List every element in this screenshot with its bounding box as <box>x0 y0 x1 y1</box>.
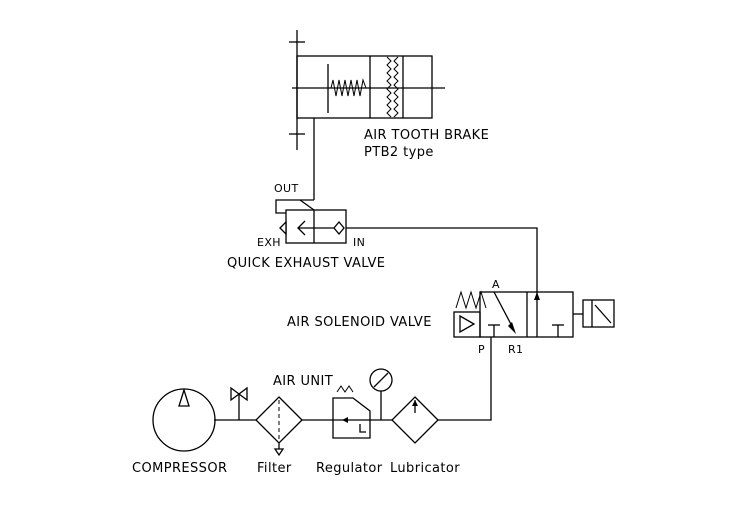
qev-out-label: OUT <box>274 182 299 195</box>
filter <box>255 396 303 457</box>
in-supply-line <box>346 227 538 294</box>
qev-title-label: QUICK EXHAUST VALVE <box>227 256 385 271</box>
qev-exh-label: EXH <box>257 236 281 249</box>
compressor <box>152 387 216 452</box>
port-r1-label: R1 <box>508 343 523 356</box>
air-unit-label: AIR UNIT <box>273 374 333 389</box>
compressor-label: COMPRESSOR <box>132 461 227 476</box>
port-a-label: A <box>492 278 500 291</box>
air-tooth-brake <box>289 30 445 200</box>
qev-in-label: IN <box>353 236 365 249</box>
brake-title-label: AIR TOOTH BRAKE <box>364 128 489 143</box>
quick-exhaust-valve <box>275 199 347 244</box>
drain-valve-icon <box>230 386 248 420</box>
lubricator <box>391 396 439 444</box>
port-p-label: P <box>478 343 485 356</box>
air-solenoid-valve <box>453 290 615 338</box>
solenoid-valve-label: AIR SOLENOID VALVE <box>287 315 432 330</box>
lubricator-label: Lubricator <box>390 461 460 476</box>
regulator-label: Regulator <box>316 461 383 476</box>
filter-label: Filter <box>257 461 292 476</box>
brake-type-label: PTB2 type <box>364 145 434 160</box>
regulator <box>332 368 393 439</box>
